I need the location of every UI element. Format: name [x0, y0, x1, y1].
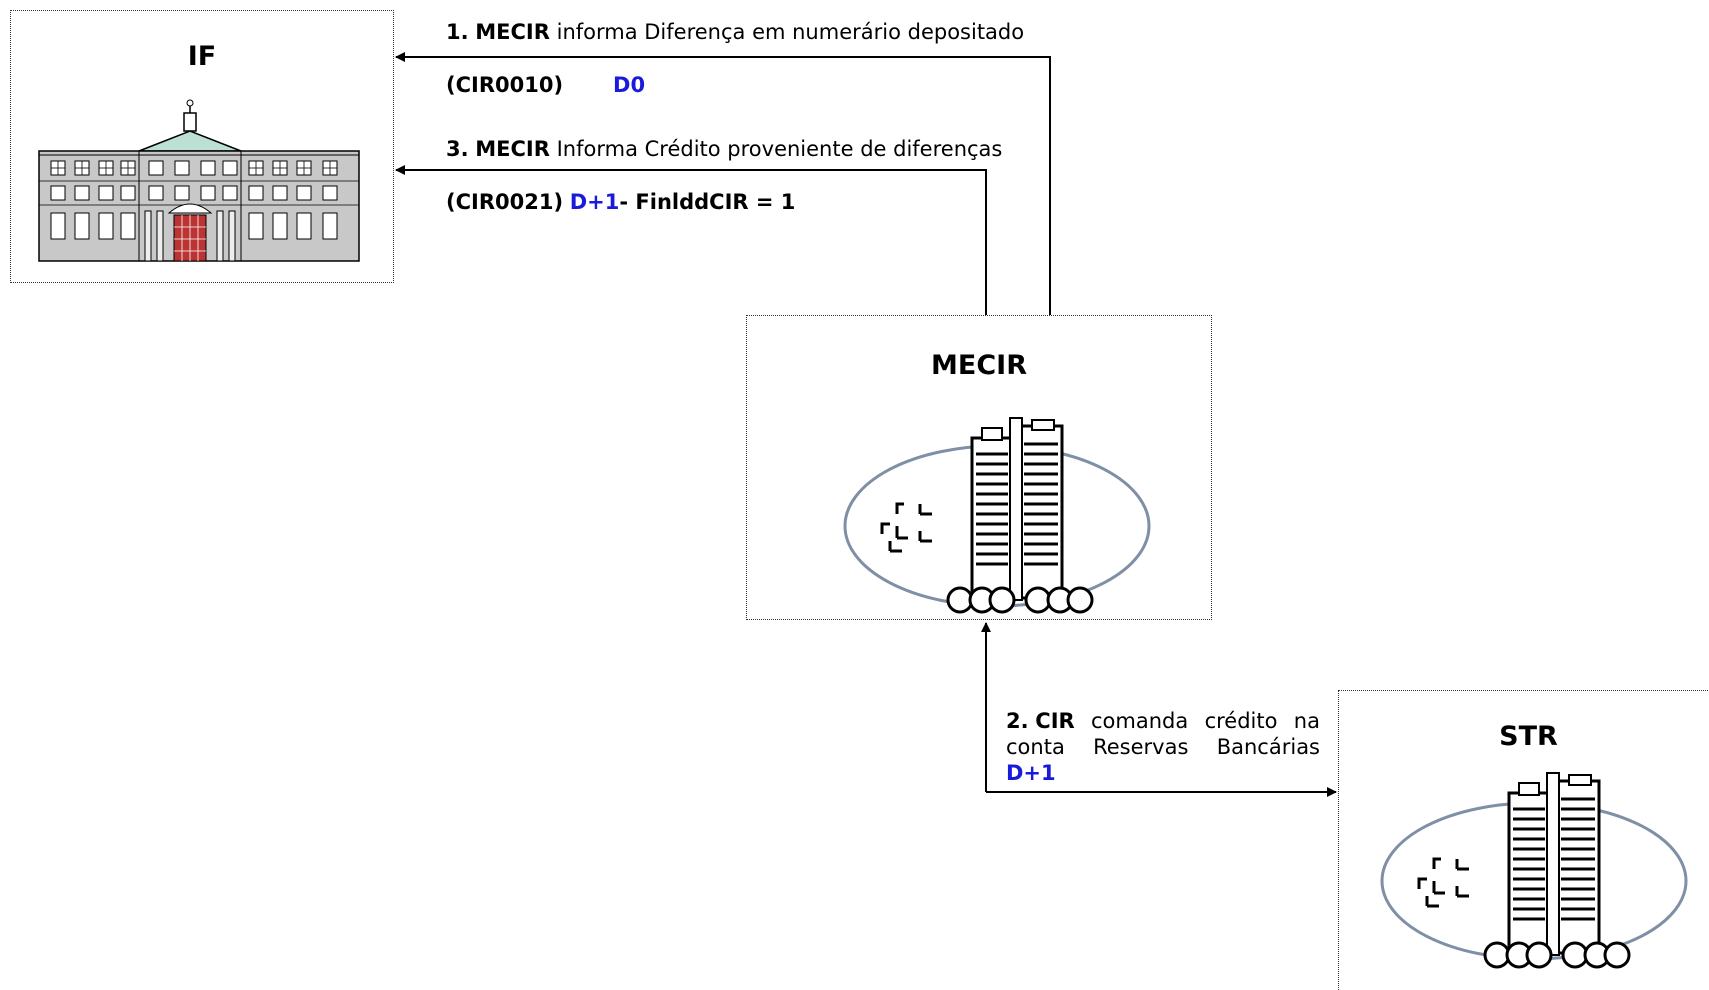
step1-label: 1. MECIR informa Diferença em numerário …	[446, 20, 1025, 44]
str-node: STR	[1338, 690, 1709, 990]
if-title: IF	[187, 41, 217, 72]
central-bank-tower-icon	[1380, 772, 1688, 969]
arrow-step3	[395, 165, 987, 315]
step3-code: (CIR0021) D+1- FinlddCIR = 1	[446, 190, 796, 214]
step1-code: (CIR0010)D0	[446, 73, 646, 95]
step2-label: 2. CIR comanda crédito na conta Reservas…	[1006, 709, 1320, 785]
if-node: IF	[10, 10, 394, 283]
str-title: STR	[1499, 721, 1558, 752]
bank-building-icon	[38, 99, 360, 262]
mecir-node: MECIR	[746, 315, 1212, 620]
central-bank-tower-icon	[843, 417, 1151, 614]
step3-label: 3. MECIR Informa Crédito proveniente de …	[446, 137, 1003, 161]
arrow-step1	[395, 52, 1051, 315]
mecir-title: MECIR	[931, 350, 1027, 381]
